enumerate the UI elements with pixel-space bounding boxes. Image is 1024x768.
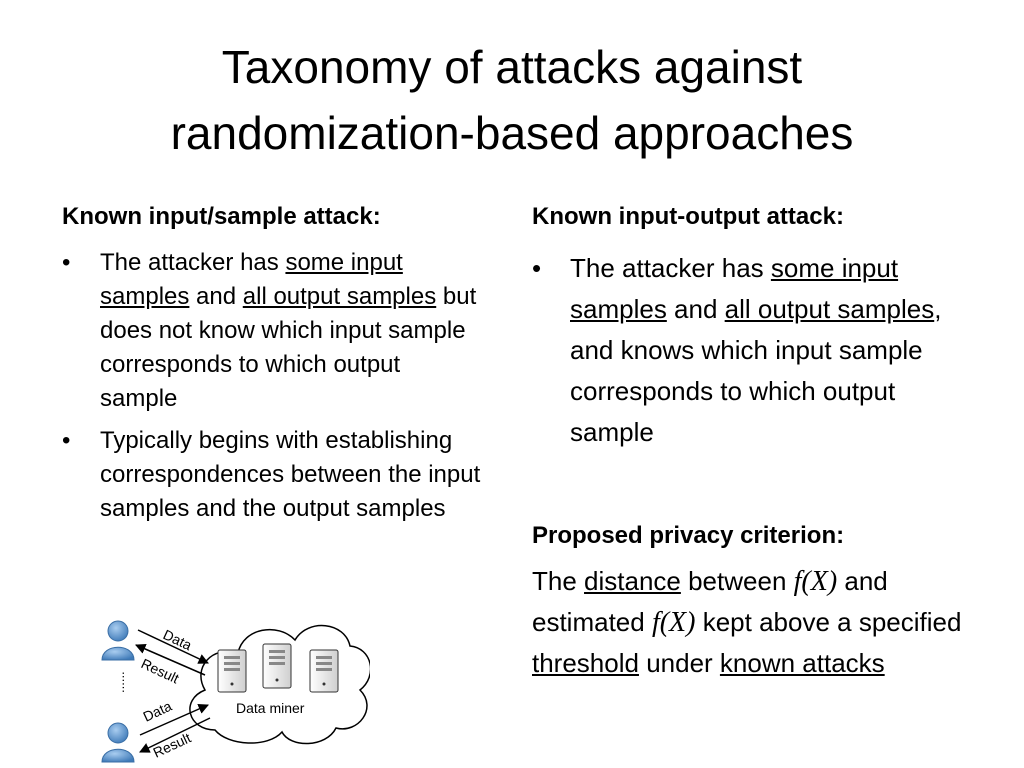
result-label-bottom: Result bbox=[151, 729, 194, 760]
server-icon bbox=[217, 649, 247, 693]
left-bullet-list: • The attacker has some input samples an… bbox=[62, 246, 482, 526]
left-bullet-2: • Typically begins with establishing cor… bbox=[62, 424, 482, 526]
criterion-text: The distance between f(X) and estimated … bbox=[532, 561, 982, 684]
math-expression: f(X) bbox=[793, 566, 838, 597]
title-line-2: randomization-based approaches bbox=[170, 107, 854, 159]
underlined-term: known attacks bbox=[719, 648, 885, 678]
criterion-heading: Proposed privacy criterion: bbox=[532, 522, 845, 549]
bullet-dot-icon: • bbox=[532, 253, 542, 283]
text-segment: kept above a specified bbox=[695, 607, 962, 637]
bullet-dot-icon: • bbox=[62, 427, 71, 454]
server-icon bbox=[262, 643, 292, 689]
bullet-dot-icon: • bbox=[62, 249, 71, 276]
cloud-label: Data miner bbox=[236, 700, 305, 716]
text-segment: and estimated bbox=[532, 566, 888, 637]
user-icon bbox=[101, 722, 135, 763]
left-bullet-1: • The attacker has some input samples an… bbox=[62, 246, 482, 416]
underlined-term: threshold bbox=[532, 648, 639, 678]
data-miner-diagram: Data miner ...... Data Result Data Resul… bbox=[101, 620, 370, 763]
text-segment: and bbox=[189, 283, 243, 310]
right-bullet-1: • The attacker has some input samples an… bbox=[532, 248, 982, 453]
result-arrow-bottom bbox=[139, 717, 211, 753]
text-segment: The attacker has bbox=[570, 253, 771, 283]
text-segment: and bbox=[666, 294, 725, 324]
math-expression: f(X) bbox=[651, 607, 696, 638]
text-segment: The attacker has bbox=[100, 249, 286, 276]
result-label-top: Result bbox=[139, 655, 182, 686]
underlined-term: distance bbox=[584, 566, 681, 596]
text-segment: The bbox=[532, 566, 585, 596]
left-heading: Known input/sample attack: bbox=[62, 203, 381, 230]
left-column: Known input/sample attack: • The attacke… bbox=[62, 200, 482, 534]
ellipsis-label: ...... bbox=[112, 671, 127, 693]
slide-title: Taxonomy of attacks against randomizatio… bbox=[40, 34, 984, 166]
result-arrow-top bbox=[135, 643, 206, 676]
underlined-term: all output samples bbox=[242, 283, 437, 310]
data-arrow-top bbox=[137, 629, 209, 664]
text-segment: , and knows which input sample correspon… bbox=[570, 294, 942, 447]
underlined-term: some input samples bbox=[570, 253, 899, 324]
text-segment: between bbox=[680, 566, 794, 596]
server-icon bbox=[309, 649, 339, 693]
underlined-term: all output samples bbox=[724, 294, 935, 324]
text-segment: but does not know which input sample cor… bbox=[100, 283, 477, 412]
data-label-bottom: Data bbox=[141, 698, 175, 725]
data-arrow-bottom bbox=[139, 704, 209, 736]
underlined-term: some input samples bbox=[100, 249, 403, 310]
right-column: Known input-output attack: • The attacke… bbox=[532, 200, 982, 684]
right-bullet-list: • The attacker has some input samples an… bbox=[532, 248, 982, 453]
right-heading: Known input-output attack: bbox=[532, 203, 844, 230]
title-line-1: Taxonomy of attacks against bbox=[221, 41, 803, 93]
text-segment: under bbox=[638, 648, 720, 678]
text-segment: Typically begins with establishing corre… bbox=[100, 427, 481, 522]
user-icon bbox=[101, 620, 135, 661]
